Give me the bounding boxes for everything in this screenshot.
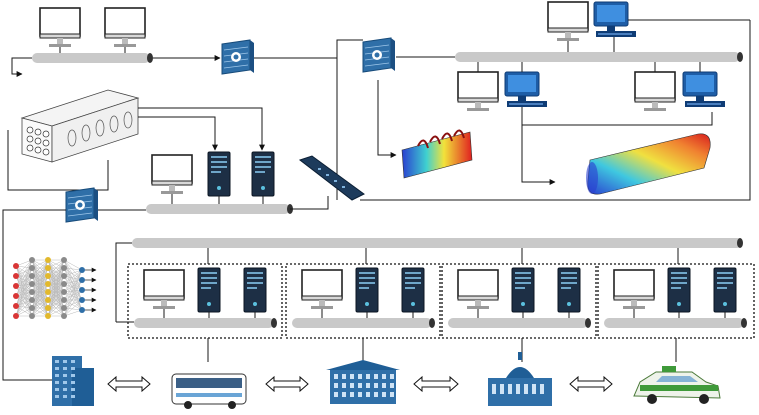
server-tower-icon[interactable] [557, 267, 581, 313]
office-building-icon[interactable] [52, 356, 94, 406]
server-tower-icon[interactable] [251, 151, 275, 197]
taxi-icon[interactable] [633, 366, 721, 404]
neuron-node [45, 297, 51, 303]
neuron-node [45, 257, 51, 263]
server-tower-icon[interactable] [207, 151, 231, 197]
network-bus [32, 53, 150, 63]
neuron-node [13, 293, 19, 299]
simulation-cluster [138, 107, 540, 214]
server-tower-icon[interactable] [243, 267, 267, 313]
compute-cluster [285, 248, 441, 362]
neuron-node [13, 283, 19, 289]
left-gateway [2, 187, 146, 381]
network-bus [292, 318, 432, 328]
top-left-segment [11, 7, 255, 77]
neuron-node [79, 297, 85, 303]
neuron-node [13, 273, 19, 279]
neuron-node [45, 313, 51, 319]
network-bus [132, 238, 742, 248]
geometry-schematic [7, 89, 140, 191]
neuron-node [61, 289, 67, 295]
monitor-icon[interactable] [547, 1, 589, 42]
network-bus [455, 52, 740, 62]
server-tower-icon[interactable] [667, 267, 691, 313]
neuron-node [61, 297, 67, 303]
neuron-node [45, 281, 51, 287]
monitor-icon[interactable] [39, 7, 81, 48]
neuron-node [29, 265, 35, 271]
monitor-icon[interactable] [457, 269, 499, 310]
top-right-segment [362, 1, 751, 201]
server-tower-icon[interactable] [511, 267, 535, 313]
monitor-icon[interactable] [301, 269, 343, 310]
server-tower-icon[interactable] [197, 267, 221, 313]
lower-network [115, 238, 743, 322]
monitor-icon[interactable] [143, 269, 185, 310]
neuron-node [45, 305, 51, 311]
neuron-node [79, 307, 85, 313]
neuron-node [29, 281, 35, 287]
neuron-node [13, 263, 19, 269]
firewall-icon[interactable] [362, 37, 396, 73]
neuron-node [29, 313, 35, 319]
workstation-icon[interactable] [504, 71, 548, 108]
city-services [52, 352, 721, 409]
network-bus [604, 318, 744, 328]
neuron-node [13, 313, 19, 319]
server-tower-icon[interactable] [355, 267, 379, 313]
network-switch-icon[interactable] [298, 155, 365, 201]
neuron-node [61, 313, 67, 319]
bus-icon[interactable] [171, 373, 247, 409]
network-bus [448, 318, 588, 328]
government-building-icon[interactable] [326, 360, 400, 404]
neuron-node [61, 305, 67, 311]
simulation-result-2 [586, 133, 711, 195]
neuron-node [61, 273, 67, 279]
compute-cluster [597, 248, 755, 362]
neuron-node [79, 287, 85, 293]
monitor-icon[interactable] [457, 71, 499, 112]
neuron-node [29, 305, 35, 311]
monitor-icon[interactable] [151, 154, 193, 195]
neuron-node [61, 281, 67, 287]
neuron-node [29, 297, 35, 303]
domed-building-icon[interactable] [488, 352, 552, 406]
neuron-node [29, 273, 35, 279]
network-bus [134, 318, 274, 328]
server-tower-icon[interactable] [401, 267, 425, 313]
double-arrow-icon [265, 375, 309, 393]
neuron-node [79, 267, 85, 273]
double-arrow-icon [413, 375, 459, 393]
firewall-icon[interactable] [221, 39, 255, 75]
neural-network-icon [13, 257, 97, 319]
neuron-node [61, 265, 67, 271]
firewall-icon[interactable] [65, 187, 99, 223]
neuron-node [45, 289, 51, 295]
neuron-node [13, 303, 19, 309]
double-arrow-icon [107, 375, 151, 393]
neuron-node [45, 273, 51, 279]
monitor-icon[interactable] [634, 71, 676, 112]
neuron-node [79, 277, 85, 283]
monitor-icon[interactable] [613, 269, 655, 310]
neuron-node [45, 265, 51, 271]
compute-cluster [127, 248, 283, 362]
double-arrow-icon [569, 375, 613, 393]
server-tower-icon[interactable] [713, 267, 737, 313]
neuron-node [29, 289, 35, 295]
monitor-icon[interactable] [104, 7, 146, 48]
neuron-node [29, 257, 35, 263]
workstation-icon[interactable] [682, 71, 726, 108]
compute-cluster [441, 248, 597, 362]
network-bus [146, 204, 290, 214]
simulation-result-1 [401, 129, 473, 179]
neuron-node [61, 257, 67, 263]
